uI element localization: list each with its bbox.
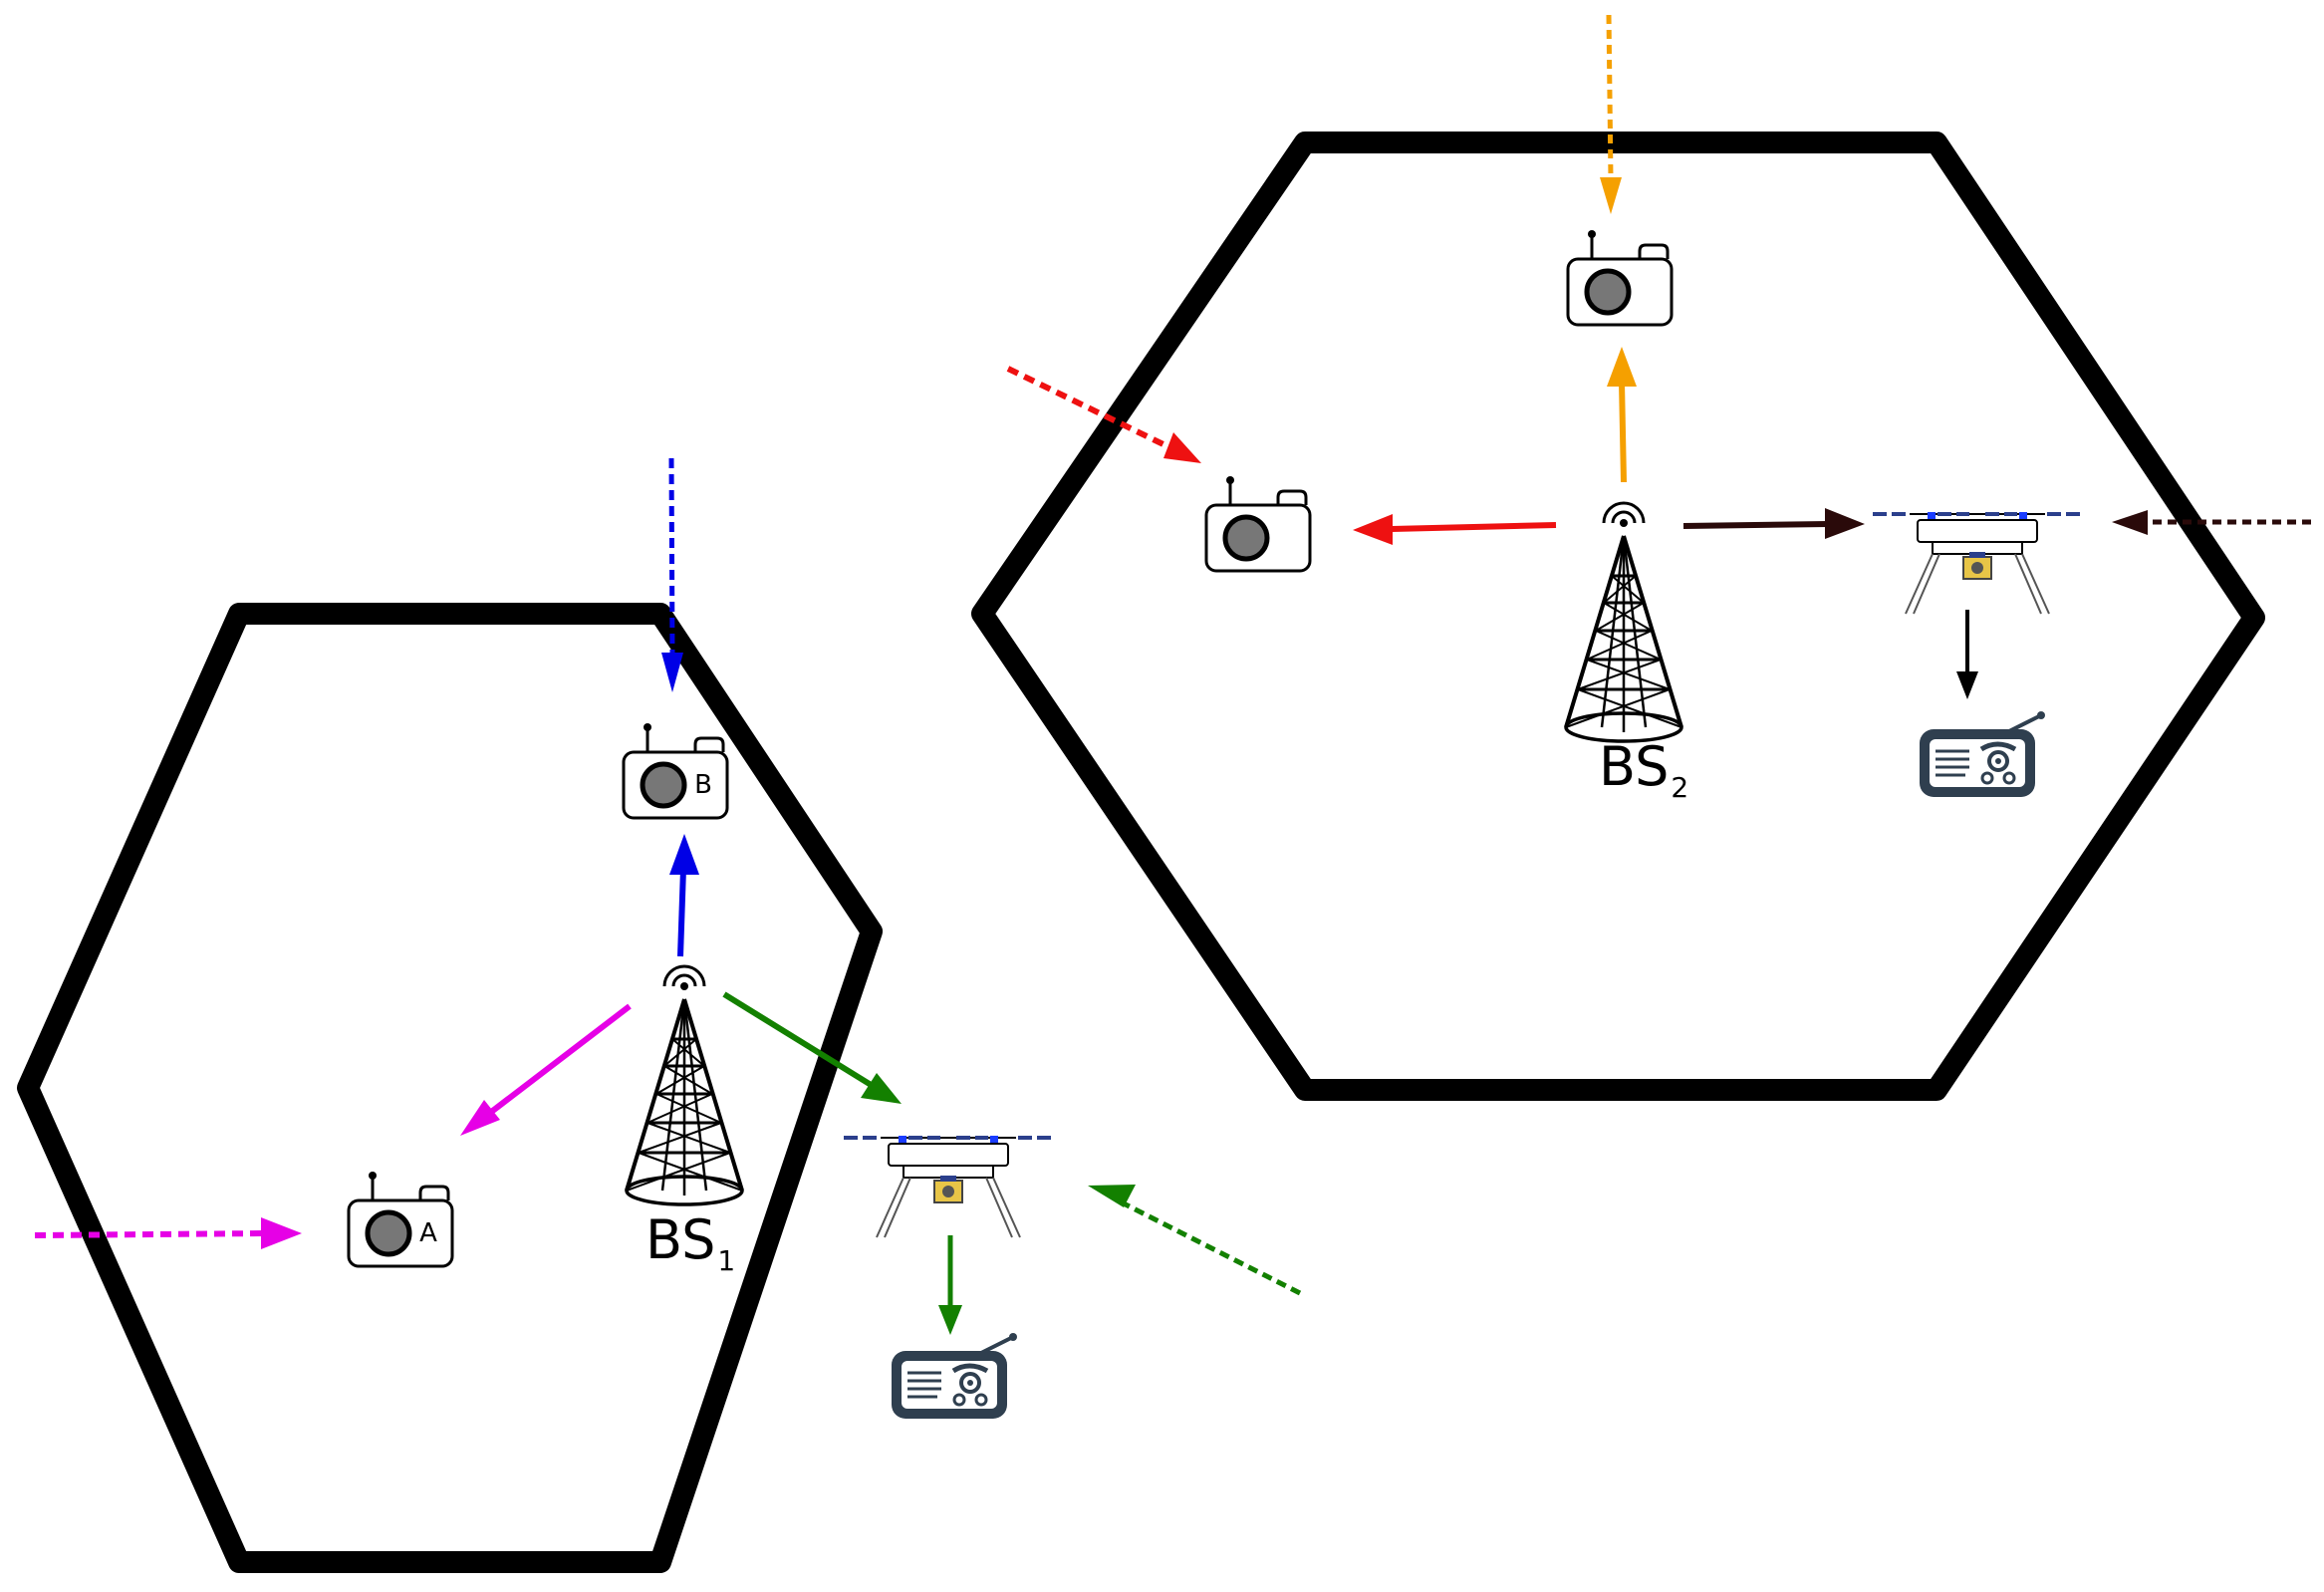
phone-icon xyxy=(892,1333,1017,1419)
radio-b-letter: B xyxy=(694,770,712,800)
interference-to-uav-1 xyxy=(1088,1185,1302,1296)
interference-to-radio-a xyxy=(34,1217,302,1249)
cell-1-boundary xyxy=(17,603,883,1573)
radio-icon xyxy=(1206,476,1310,571)
link-bs2-to-uav-2 xyxy=(1682,508,1865,539)
radio-icon xyxy=(1568,230,1672,325)
link-bs1-to-radio-a xyxy=(460,1003,632,1136)
interference-to-radio-d xyxy=(1600,14,1622,214)
bs2-label: BS2 xyxy=(1599,735,1689,804)
radio-icon: A xyxy=(349,1172,452,1266)
radio-a-letter: A xyxy=(419,1218,437,1248)
uav-drone-icon xyxy=(842,1134,1055,1239)
cell-tower-icon xyxy=(625,964,744,1206)
link-bs1-to-radio-b xyxy=(669,834,699,957)
phone-icon xyxy=(1920,711,2045,797)
interference-to-uav-2 xyxy=(2112,510,2311,535)
link-uav-2-to-phone-2 xyxy=(1956,610,1978,699)
uav-drone-icon xyxy=(1871,510,2084,616)
interference-to-radio-b xyxy=(661,457,683,692)
link-bs2-to-radio-c xyxy=(1353,514,1557,545)
interference-to-radio-c xyxy=(1006,366,1201,463)
link-uav-1-to-phone-1 xyxy=(938,1235,962,1335)
link-bs1-to-uav-1 xyxy=(722,991,902,1104)
cell-tower-icon xyxy=(1564,501,1683,743)
link-bs2-to-radio-d xyxy=(1607,347,1637,483)
radio-icon: B xyxy=(624,723,727,818)
cell-2-boundary xyxy=(971,132,2265,1101)
bs1-label: BS1 xyxy=(646,1208,736,1277)
